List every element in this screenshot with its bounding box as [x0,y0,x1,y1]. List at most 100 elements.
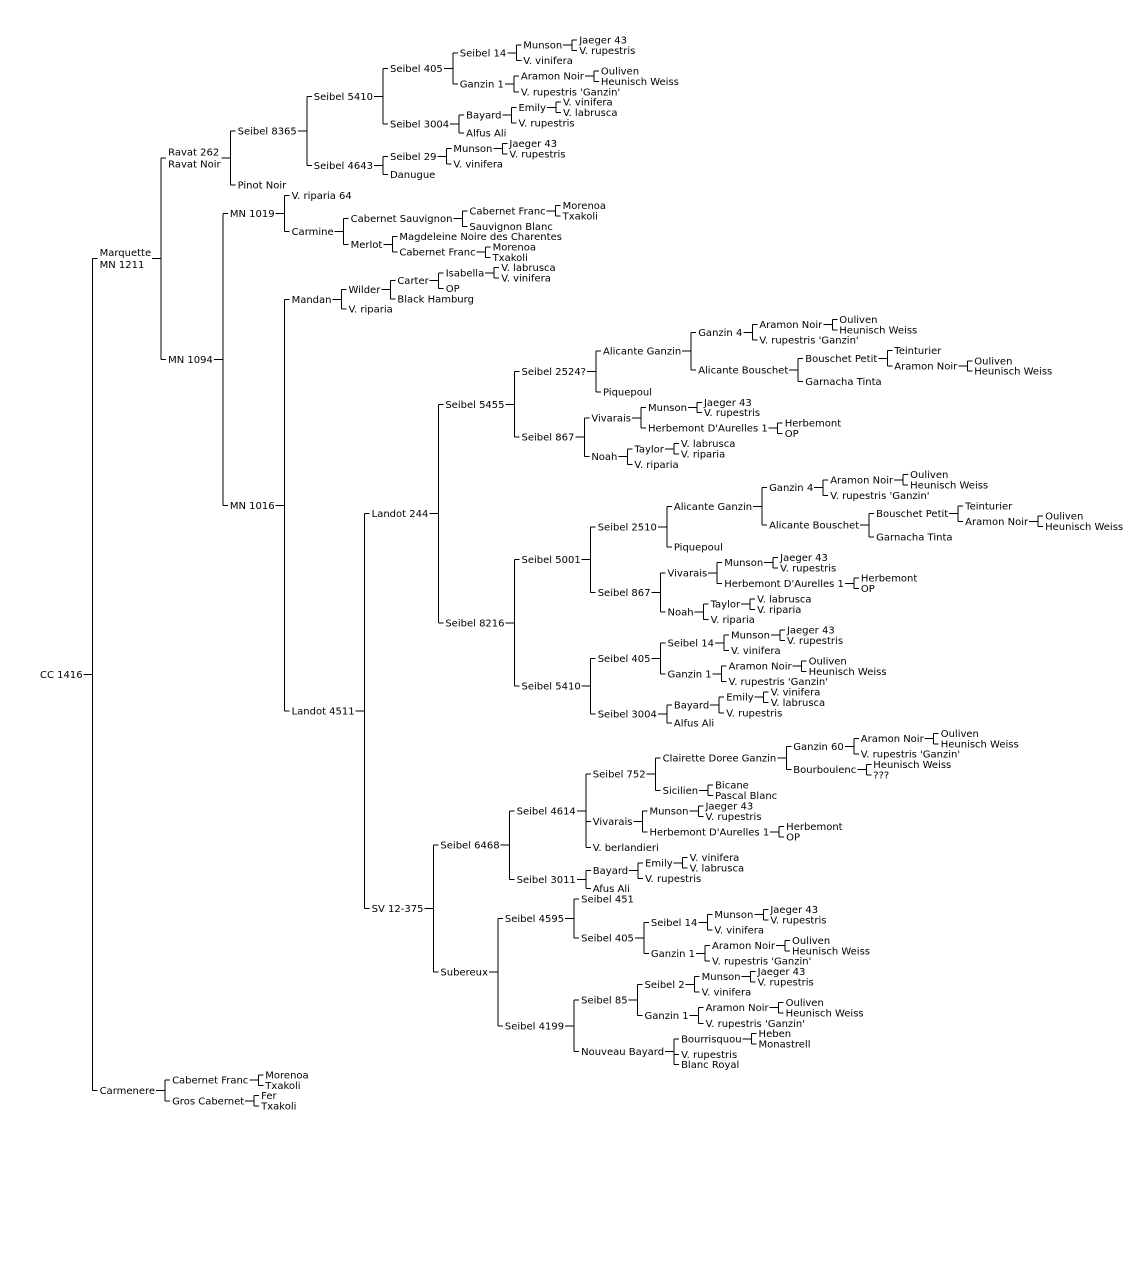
node-jaeger-43: Jaeger 43 [757,967,806,978]
node-seibel-6468: Seibel 6468 [440,841,499,852]
node-heunisch-weiss: Heunisch Weiss [974,367,1052,378]
tree-edges [83,39,1044,1107]
node-v-rupestris: V. rupestris [758,977,814,988]
node-aramon-noir: Aramon Noir [861,734,925,745]
node-noah: Noah [591,452,617,463]
node-v-rupestris: V. rupestris [787,636,843,647]
node-bicane: Bicane [715,781,749,792]
node-ouliven: Ouliven [974,356,1012,367]
node-bayard: Bayard [466,111,501,122]
node-magdeleine-noire-des-charentes: Magdeleine Noire des Charentes [399,232,562,243]
node-ganzin-1: Ganzin 1 [645,1011,689,1022]
node-op: OP [786,832,800,843]
node-alfus-ali: Alfus Ali [466,129,506,140]
node-afus-ali: Afus Ali [593,884,630,895]
node-aramon-noir: Aramon Noir [759,320,823,331]
node-subereux: Subereux [440,968,488,979]
node-emily: Emily [645,858,673,869]
node-vivarais: Vivarais [668,569,708,580]
node-heunisch-weiss: Heunisch Weiss [786,1008,864,1019]
node-seibel-14: Seibel 14 [460,48,506,59]
node-jaeger-43: Jaeger 43 [704,801,753,812]
node-seibel-8365: Seibel 8365 [238,126,297,137]
node-jaeger-43: Jaeger 43 [703,398,752,409]
node-txakoli: Txakoli [260,1102,296,1113]
node-heunisch-weiss: Heunisch Weiss [1045,522,1123,533]
node-munson: Munson [649,807,688,818]
node-seibel-752: Seibel 752 [593,770,646,781]
node-ouliven: Ouliven [1045,512,1083,523]
node-v-vinifera: V. vinifera [731,646,781,657]
node-isabella: Isabella [446,268,484,279]
node-jaeger-43: Jaeger 43 [786,625,835,636]
node-seibel-5410: Seibel 5410 [314,92,373,103]
node-v-riparia: V. riparia [681,450,725,461]
node-munson: Munson [714,910,753,921]
node-heunisch-weiss: Heunisch Weiss [873,760,951,771]
node-bayard: Bayard [593,866,628,877]
node-seibel-14: Seibel 14 [668,638,714,649]
node-v-vinifera: V. vinifera [690,853,740,864]
node-mandan: Mandan [292,295,332,306]
node-munson: Munson [724,558,763,569]
node-bouschet-petit: Bouschet Petit [876,509,948,520]
node-carmine: Carmine [292,227,334,238]
node-v-rupestris: V. rupestris [681,1050,737,1061]
node-taylor: Taylor [710,600,741,611]
node-vivarais: Vivarais [591,413,631,424]
node-ouliven: Ouliven [910,470,948,481]
node-v-rupestris: V. rupestris [579,46,635,57]
node-seibel-4199: Seibel 4199 [505,1021,564,1032]
node-clairette-doree-ganzin: Clairette Doree Ganzin [663,754,777,765]
node-v-rupestris: V. rupestris [509,149,565,160]
node-v-rupestris: V. rupestris [645,874,701,885]
node-v-vinifera: V. vinifera [523,56,573,67]
node-seibel-8216: Seibel 8216 [445,618,504,629]
node-noah: Noah [668,607,694,618]
node-ouliven: Ouliven [792,936,830,947]
node-seibel-2524: Seibel 2524? [522,367,587,378]
node-jaeger-43: Jaeger 43 [779,553,828,564]
node-landot-244: Landot 244 [372,509,429,520]
node-wilder: Wilder [348,285,381,296]
node-v-labrusca: V. labrusca [757,594,811,605]
node-v-rupestris: V. rupestris [704,408,760,419]
node-monastrell: Monastrell [759,1039,811,1050]
node-alicante-bouschet: Alicante Bouschet [769,521,859,532]
node-v-riparia: V. riparia [348,305,392,316]
node-v-berlandieri: V. berlandieri [593,843,659,854]
node-seibel-867: Seibel 867 [522,433,575,444]
node-herbemont: Herbemont [785,418,841,429]
node-fer: Fer [261,1091,277,1102]
node-v-vinifera: V. vinifera [453,160,503,171]
node-v-labrusca: V. labrusca [681,439,735,450]
node-v-rupestris: V. rupestris [770,915,826,926]
node-gros-cabernet: Gros Cabernet [172,1096,244,1107]
node-mn-1016: MN 1016 [230,501,275,512]
node-ganzin-1: Ganzin 1 [460,79,504,90]
node-ganzin-1: Ganzin 1 [668,669,712,680]
node-ganzin-60: Ganzin 60 [793,742,843,753]
node-heben: Heben [759,1029,792,1040]
node-v-rupestris-ganzin: V. rupestris 'Ganzin' [861,750,960,761]
node-v-vinifera: V. vinifera [714,926,764,937]
node-garnacha-tinta: Garnacha Tinta [876,532,952,543]
node-ganzin-4: Ganzin 4 [769,483,813,494]
node-heunisch-weiss: Heunisch Weiss [910,481,988,492]
node-v-labrusca: V. labrusca [690,864,744,875]
node-carmenere: Carmenere [100,1086,155,1097]
node-ganzin-4: Ganzin 4 [698,328,742,339]
node-seibel-5410: Seibel 5410 [522,682,581,693]
node-aramon-noir: Aramon Noir [894,362,958,373]
node-munson: Munson [453,144,492,155]
node-carter: Carter [397,276,429,287]
node-cabernet-sauvignon: Cabernet Sauvignon [351,214,453,225]
node-mn-1019: MN 1019 [230,209,275,220]
node-v-rupestris: V. rupestris [705,812,761,823]
node-v-riparia-64: V. riparia 64 [292,191,352,202]
node-sauvignon-blanc: Sauvignon Blanc [469,222,552,233]
node-line: Marquette [100,248,152,259]
node-line: Ravat 262 [168,147,219,158]
